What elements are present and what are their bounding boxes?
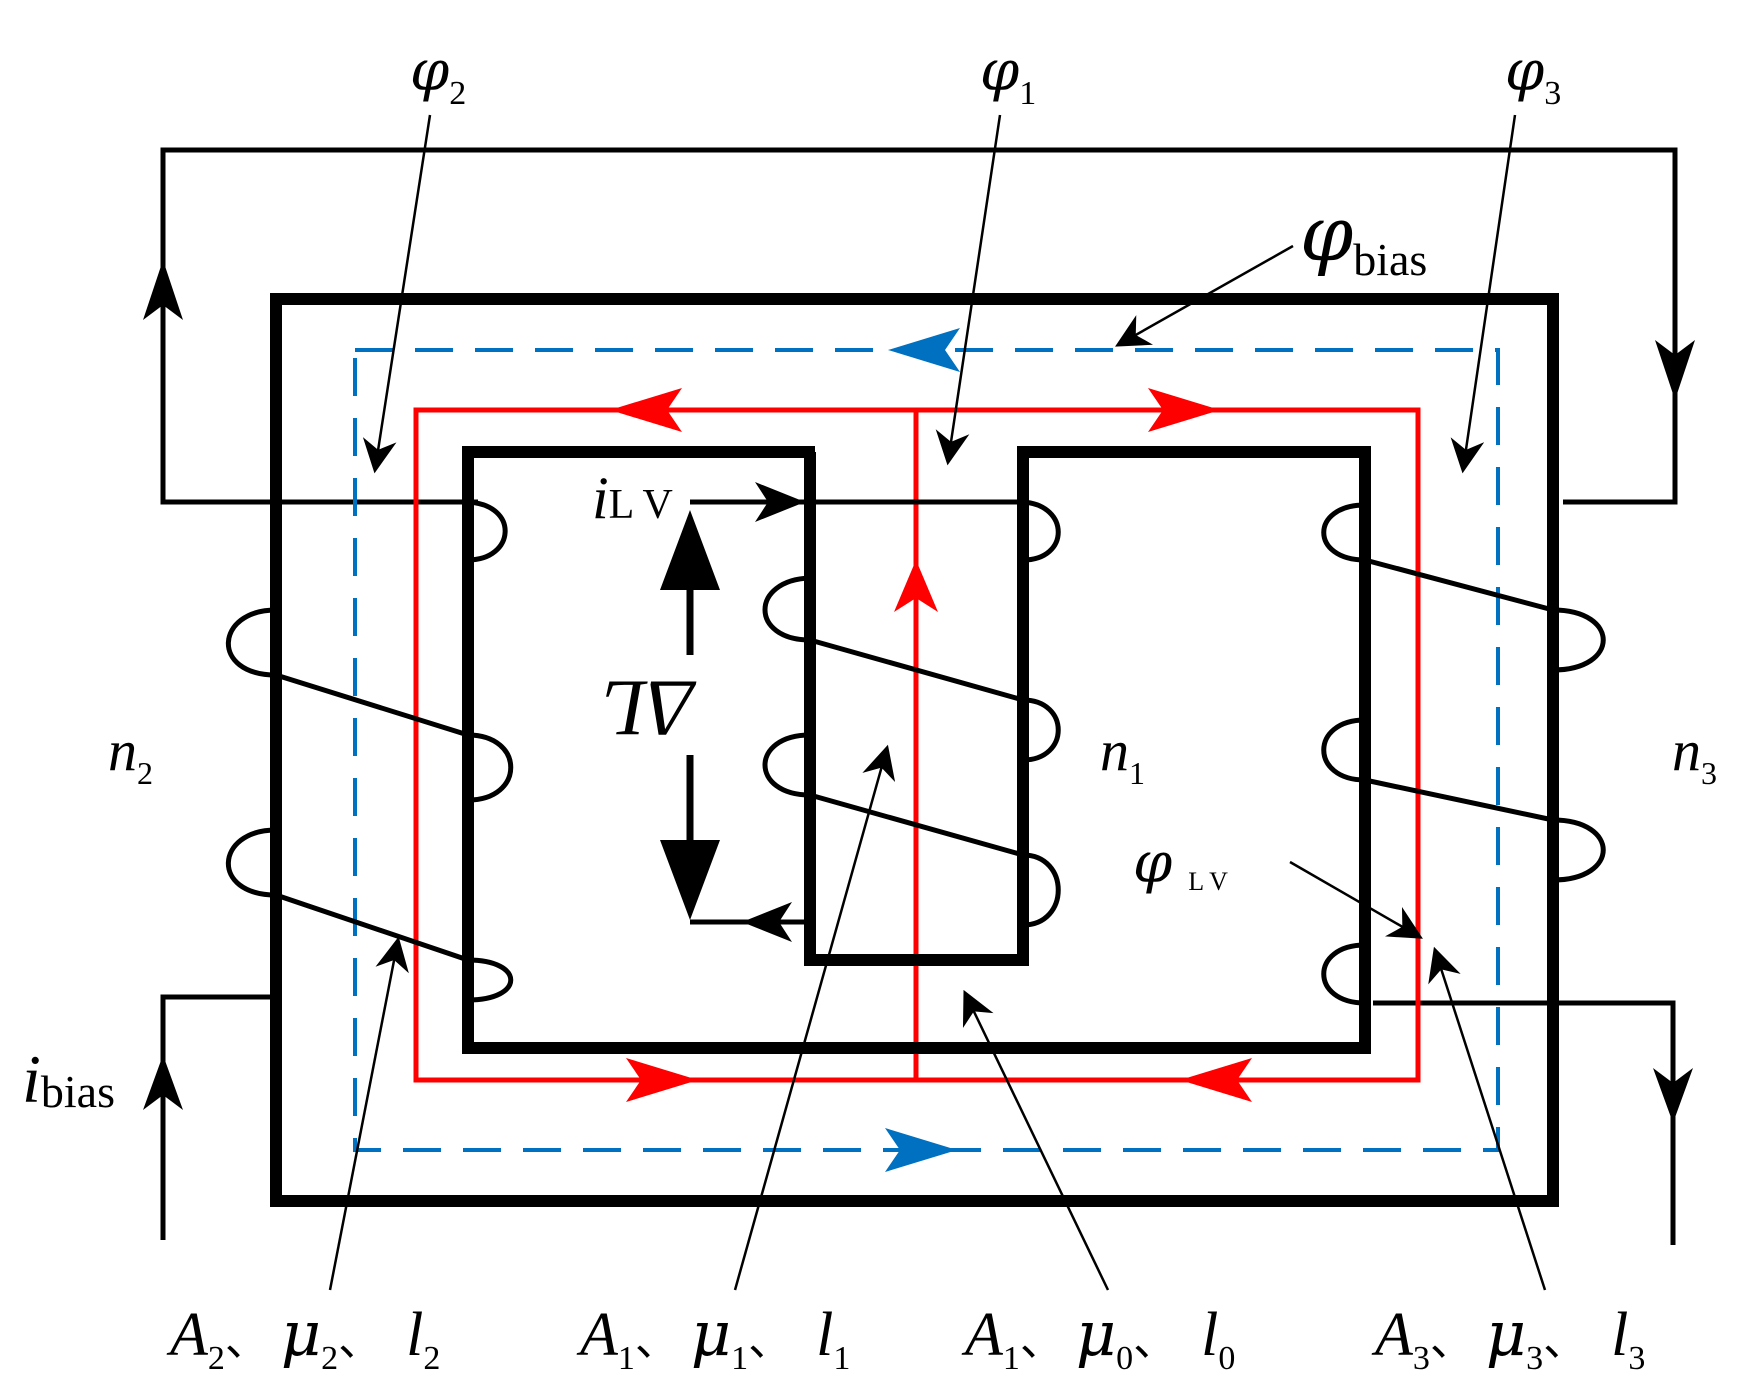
bottom-param-3: A1、μ0、l0	[961, 1297, 1235, 1377]
inner-windows	[462, 446, 1371, 1054]
bottom-param-2: A1、μ1、l1	[576, 1297, 850, 1377]
bias-current-loop	[143, 994, 1693, 1245]
bias-flux-arrow-top-icon	[888, 328, 960, 372]
loop-left-top	[160, 147, 1678, 505]
label-n1: n1	[1100, 718, 1145, 791]
red-arrow-center-up-icon	[894, 560, 938, 612]
label-delta-l: ΔL	[602, 664, 696, 752]
left-window	[462, 446, 1371, 1054]
svg-text:A1、μ1、l1: A1、μ1、l1	[576, 1297, 850, 1377]
leader-phi3	[1450, 114, 1517, 474]
ilv-arrow-left-icon	[742, 902, 792, 942]
bias-flux-path	[353, 348, 1500, 1152]
leader-mu2	[328, 936, 409, 1291]
label-phi2: φ2	[410, 39, 466, 112]
leader-mu0	[962, 989, 1110, 1291]
red-arrow-bottom-left-icon	[626, 1058, 698, 1102]
label-ibias: ibias	[22, 1041, 115, 1117]
svg-text:A2、μ2、l2: A2、μ2、l2	[166, 1297, 440, 1377]
label-ilv: iL V	[592, 465, 673, 531]
bias-lead-left	[160, 994, 275, 1240]
leader-philv	[1289, 860, 1423, 939]
winding-n2	[225, 499, 514, 1003]
winding-n1	[762, 499, 1061, 928]
bottom-param-4: A3、μ3、l3	[1371, 1297, 1645, 1377]
arrow-up-bias-icon	[143, 1055, 183, 1110]
label-n3: n3	[1672, 718, 1717, 791]
arrow-up-left-icon	[143, 260, 183, 320]
red-arrow-top-right-icon	[1148, 388, 1220, 432]
delta-l-arrow-down-icon	[660, 840, 720, 920]
label-phibias: φbias	[1300, 189, 1427, 285]
leader-mu3	[1428, 946, 1547, 1291]
red-arrow-bottom-right-icon	[1180, 1058, 1252, 1102]
svg-text:A1、μ0、l0: A1、μ0、l0	[961, 1297, 1235, 1377]
leader-phi1	[935, 114, 1002, 466]
leader-phi2	[362, 114, 432, 474]
label-n2: n2	[108, 718, 153, 791]
windings	[225, 499, 1606, 1006]
bottom-param-1: A2、μ2、l2	[166, 1297, 440, 1377]
ilv-arrow-right-icon	[755, 482, 805, 522]
delta-l-arrow-up-icon	[660, 510, 720, 590]
leader-lines	[328, 114, 1547, 1291]
leader-mu1	[733, 744, 896, 1291]
outer-core	[270, 293, 1559, 1207]
label-phi3: φ3	[1505, 39, 1561, 112]
leader-phibias	[1115, 244, 1294, 347]
winding-n3	[1321, 502, 1606, 1006]
delta-l-arrow	[660, 510, 720, 920]
bias-lead-right	[1373, 1000, 1676, 1245]
arrow-down-right-icon	[1655, 340, 1695, 400]
arrow-down-bias-icon	[1653, 1068, 1693, 1123]
bias-flux-arrow-bottom-icon	[885, 1128, 957, 1172]
label-phi1: φ1	[980, 39, 1036, 112]
lv-current-loop	[143, 147, 1695, 505]
red-arrow-top-left-icon	[610, 388, 682, 432]
svg-text:A3、μ3、l3: A3、μ3、l3	[1371, 1297, 1645, 1377]
red-flux-paths	[413, 407, 1421, 1083]
